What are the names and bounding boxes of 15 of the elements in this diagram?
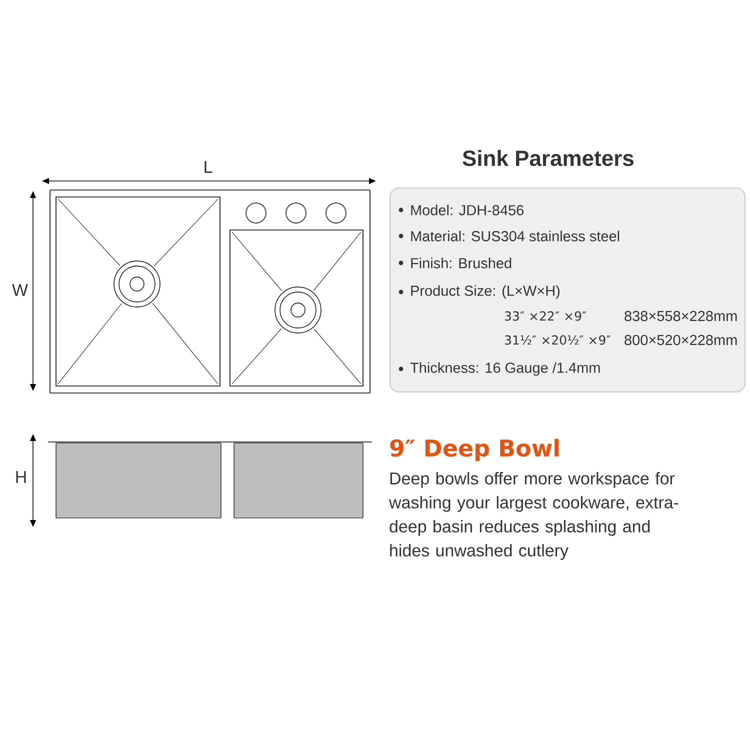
- dimension-label: L: [204, 161, 212, 173]
- dimension-label: H: [16, 471, 26, 483]
- bullet-item: Finish: Brushed: [411, 258, 512, 268]
- size-value: 33″ ×22″ ×9″: [504, 311, 586, 321]
- size-value: 31½″ ×20½″ ×9″: [504, 335, 611, 345]
- size-value: 838×558×228mm: [624, 310, 737, 322]
- description-paragraph: Deep bowls offer more workspace for washing your largest cookware, extra-deep basin reduces splashing and hides unwashed cutlery: [388, 472, 678, 560]
- bullet-item: Model: JDH-8456: [411, 204, 524, 216]
- panel-heading: Sink Parameters: [462, 150, 634, 166]
- bullet-item: Material: SUS304 stainless steel: [411, 230, 620, 242]
- bullet-item: Product Size: (L×W×H): [411, 285, 560, 299]
- section-heading: 9″ Deep Bowl: [390, 438, 559, 462]
- dimension-label: W: [12, 284, 28, 296]
- size-value: 800×520×228mm: [624, 334, 737, 346]
- bullet-item: Thickness: 16 Gauge /1.4mm: [410, 362, 600, 376]
